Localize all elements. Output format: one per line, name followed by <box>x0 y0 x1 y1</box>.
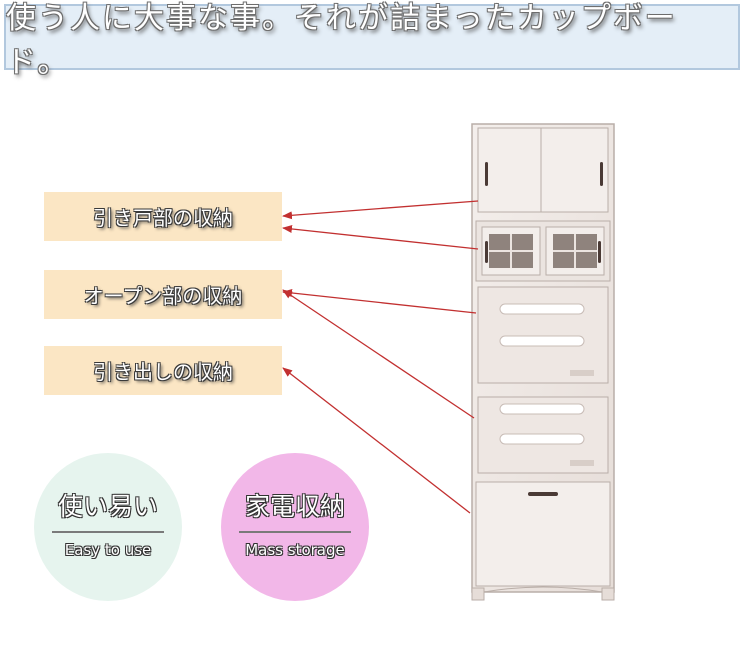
drawer-handle <box>528 492 558 496</box>
sliding-door-right-handle <box>600 162 603 186</box>
vent-slot <box>499 303 585 315</box>
label-sliding-door-text: 引き戸部の収納 <box>93 206 233 230</box>
label-open-storage: オープン部の収納 <box>44 270 282 319</box>
sliding-door-right <box>540 127 609 213</box>
sliding-door-left-handle <box>485 162 488 186</box>
headline-banner: 使う人に大事な事。それが詰まったカップボード。 <box>4 1 740 80</box>
headline-text: 使う人に大事な事。それが詰まったカップボード。 <box>6 1 677 80</box>
badge-storage-main: 家電収納 <box>244 492 345 521</box>
open-compartment-upper <box>477 286 609 384</box>
callout-arrows <box>282 200 479 514</box>
label-open-text: オープン部の収納 <box>83 284 243 308</box>
arrow-open-upper <box>282 288 477 314</box>
badge-storage-sub: Mass storage <box>245 541 345 559</box>
vent-slot <box>499 433 585 445</box>
arrow-sliding-door-top <box>282 200 479 220</box>
badge-easy-divider <box>52 531 164 533</box>
arrow-drawer <box>282 367 471 514</box>
label-drawer-storage: 引き出しの収納 <box>44 346 282 395</box>
sliding-door-left <box>477 127 542 213</box>
badge-easy-sub: Easy to use <box>64 541 152 559</box>
vent-slot <box>499 403 585 415</box>
label-drawer-text: 引き出しの収納 <box>93 360 233 384</box>
arrow-sliding-door-glass <box>282 224 479 250</box>
arrow-open-lower <box>282 289 475 419</box>
drawer-front <box>475 481 611 587</box>
vent-slot <box>499 335 585 347</box>
badge-mass-storage: 家電収納 Mass storage <box>221 453 369 601</box>
badge-easy-main: 使い易い <box>57 492 158 521</box>
label-sliding-door-storage: 引き戸部の収納 <box>44 192 282 241</box>
badge-easy-to-use: 使い易い Easy to use <box>34 453 182 601</box>
badge-storage-divider <box>239 531 351 533</box>
cupboard-illustration <box>471 123 615 601</box>
